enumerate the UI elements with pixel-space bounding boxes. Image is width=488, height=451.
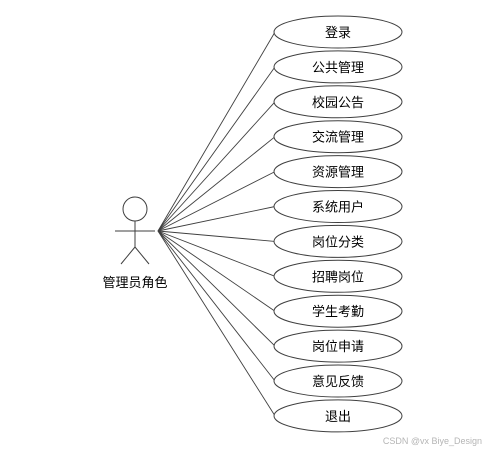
use-case-ellipse bbox=[273, 224, 403, 258]
use-case-ellipse bbox=[273, 85, 403, 119]
association-line bbox=[157, 136, 276, 232]
association-line bbox=[157, 31, 276, 232]
use-case-ellipse bbox=[273, 399, 403, 433]
actor-right-leg bbox=[134, 246, 150, 265]
use-case-label: 资源管理 bbox=[312, 166, 364, 181]
use-case-label: 退出 bbox=[325, 410, 351, 425]
use-case-ellipse bbox=[273, 50, 403, 84]
use-case: 意见反馈 bbox=[273, 364, 403, 398]
use-case: 岗位分类 bbox=[273, 224, 403, 258]
use-case-ellipse bbox=[273, 155, 403, 189]
actor-label: 管理员角色 bbox=[102, 275, 167, 291]
use-case-ellipse bbox=[273, 190, 403, 223]
watermark: CSDN @vx Biye_Design bbox=[382, 436, 482, 446]
use-case-label: 系统用户 bbox=[312, 200, 364, 216]
use-case-label: 岗位分类 bbox=[312, 235, 364, 250]
association-line bbox=[157, 230, 276, 277]
use-case-label: 学生考勤 bbox=[312, 304, 364, 320]
use-case-ellipse bbox=[273, 15, 403, 49]
use-case-label: 岗位申请 bbox=[312, 340, 364, 355]
association-line bbox=[157, 66, 276, 232]
association-line bbox=[157, 230, 276, 347]
association-line bbox=[157, 206, 276, 232]
association-line bbox=[157, 230, 276, 242]
use-case: 系统用户 bbox=[273, 190, 403, 223]
use-case-label: 招聘岗位 bbox=[312, 270, 364, 285]
use-case-ellipse bbox=[273, 364, 403, 398]
use-case: 招聘岗位 bbox=[273, 259, 403, 293]
use-case-label: 登录 bbox=[325, 26, 351, 41]
use-case: 校园公告 bbox=[273, 85, 403, 119]
use-case-label: 校园公告 bbox=[312, 95, 364, 111]
actor-left-leg bbox=[120, 246, 136, 265]
use-case: 学生考勤 bbox=[273, 294, 403, 328]
use-case-label: 意见反馈 bbox=[312, 374, 364, 390]
use-case: 岗位申请 bbox=[273, 329, 403, 363]
use-case-ellipse bbox=[273, 120, 403, 154]
use-case-ellipse bbox=[273, 259, 403, 293]
use-case: 退出 bbox=[273, 399, 403, 433]
use-case: 公共管理 bbox=[273, 50, 403, 84]
association-line bbox=[157, 230, 276, 382]
association-line bbox=[157, 230, 276, 312]
use-case-ellipse bbox=[273, 294, 403, 328]
actor: 管理员角色 bbox=[102, 196, 168, 291]
use-case-label: 公共管理 bbox=[312, 61, 364, 76]
use-case: 登录 bbox=[273, 15, 403, 49]
use-case-ellipse bbox=[273, 329, 403, 363]
use-case: 交流管理 bbox=[273, 120, 403, 154]
association-line bbox=[157, 230, 276, 417]
use-cases: 登录公共管理校园公告交流管理资源管理系统用户岗位分类招聘岗位学生考勤岗位申请意见… bbox=[273, 15, 403, 433]
actor-head bbox=[122, 196, 148, 222]
use-case: 资源管理 bbox=[273, 155, 403, 189]
association-line bbox=[157, 101, 276, 232]
association-lines bbox=[157, 31, 276, 417]
use-case-label: 交流管理 bbox=[312, 130, 364, 146]
association-line bbox=[157, 171, 276, 232]
